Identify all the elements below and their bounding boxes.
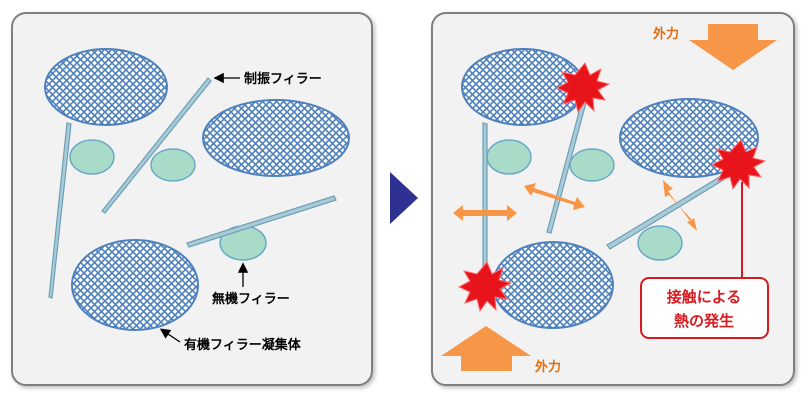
external-force-arrow-down: [689, 24, 777, 70]
inorganic-filler-ellipse: [569, 148, 615, 182]
inorganic-filler-label: 無機フィラー: [212, 291, 290, 307]
external-force-arrow-up: [441, 326, 531, 371]
inorganic-filler-ellipse: [486, 139, 532, 175]
vibration-double-arrow: [663, 180, 697, 231]
external-force-label-top: 外力: [652, 26, 679, 42]
left-panel: 制振フィラー 無機フィラー 有機フィラー凝集体: [11, 12, 373, 386]
damping-filler-needle: [48, 122, 72, 299]
right-panel: 外力 外力 接触による 熱の発生: [431, 12, 795, 386]
heat-callout-box: [640, 277, 769, 339]
organic-aggregate-label: 有機フィラー凝集体: [184, 337, 302, 353]
external-force-label-bottom: 外力: [534, 359, 561, 375]
inorganic-filler-ellipse: [69, 139, 115, 175]
damping-filler-needle: [101, 77, 212, 214]
contact-star: [457, 261, 513, 313]
organic-aggregate-ellipse: [202, 99, 350, 177]
contact-star: [555, 62, 611, 114]
organic-aggregate-ellipse: [44, 48, 168, 126]
heat-callout-line2: 熱の発生: [674, 312, 734, 330]
inorganic-filler-ellipse: [150, 148, 196, 182]
damping-filler-needle: [186, 195, 337, 248]
organic-aggregate-ellipse: [71, 239, 199, 331]
vibration-double-arrow: [524, 183, 585, 210]
inorganic-filler-ellipse: [637, 225, 683, 261]
contact-star: [710, 139, 767, 191]
vibration-double-arrow: [453, 205, 517, 221]
next-step-arrow: [390, 172, 418, 224]
damping-filler-label: 制振フィラー: [244, 71, 322, 87]
label-pointer-arrow: [159, 328, 181, 343]
organic-aggregate-ellipse: [492, 241, 614, 329]
heat-callout-line1: 接触による: [667, 288, 742, 306]
